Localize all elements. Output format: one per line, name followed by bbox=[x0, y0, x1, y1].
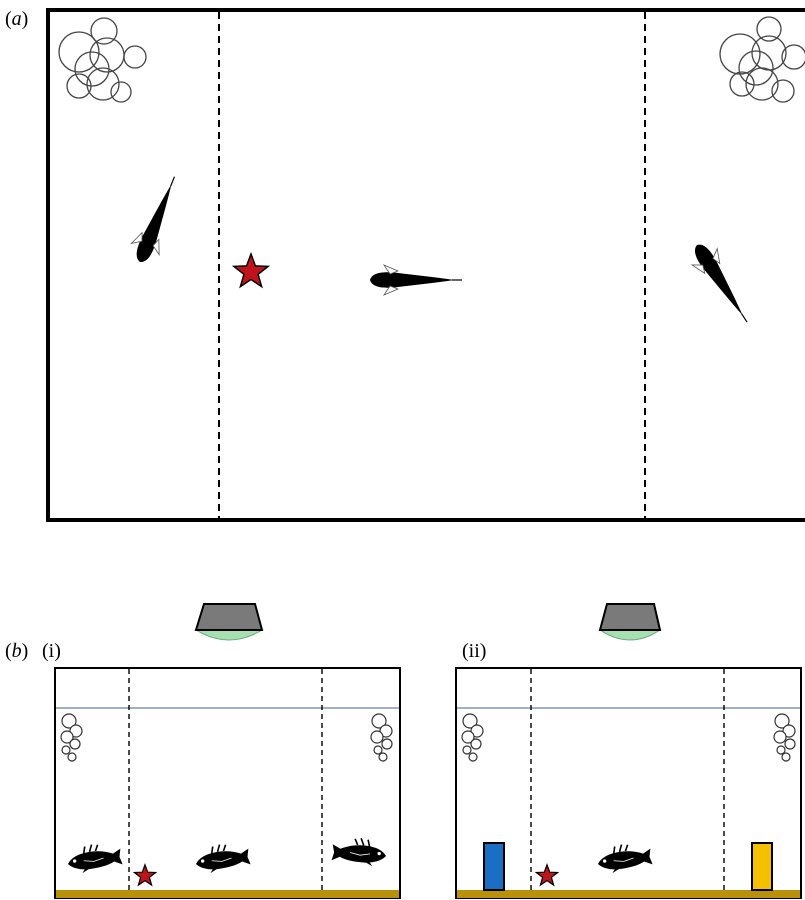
lamp-icon bbox=[600, 604, 660, 640]
blue-block bbox=[484, 843, 504, 890]
panel-b-ii bbox=[456, 604, 801, 898]
substrate bbox=[56, 890, 399, 898]
lamp-icon bbox=[196, 604, 262, 640]
tank-top-view bbox=[48, 10, 805, 520]
substrate bbox=[457, 890, 800, 898]
panel-a bbox=[48, 10, 805, 520]
panel-b-i bbox=[55, 604, 400, 898]
yellow-block bbox=[752, 843, 772, 890]
